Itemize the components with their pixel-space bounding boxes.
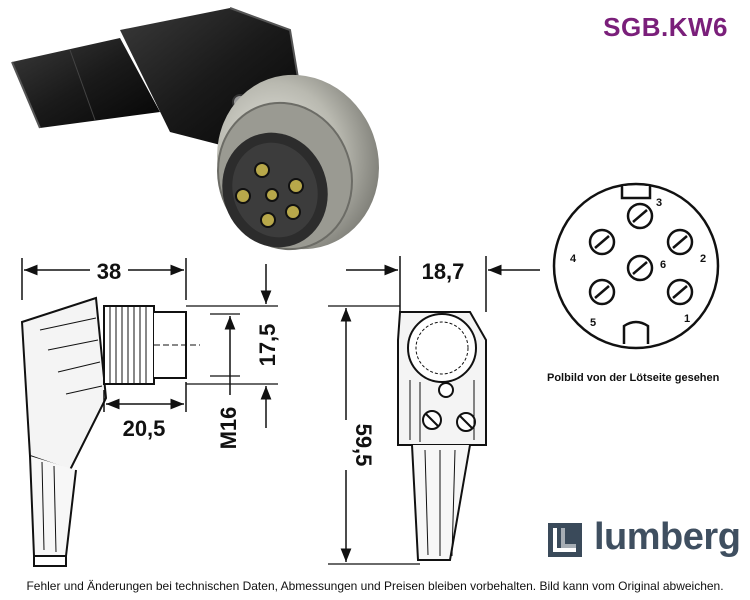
dimension-59-5: 59,5 <box>328 305 420 565</box>
pin-label-3: 3 <box>656 197 662 209</box>
lumberg-logo-icon <box>548 523 582 557</box>
dimension-17-5: 17,5 <box>186 264 280 428</box>
dim-18-7-label: 18,7 <box>422 259 465 284</box>
pin-label-2: 2 <box>700 253 706 265</box>
dim-59-5-label: 59,5 <box>351 424 376 467</box>
pin-label-5: 5 <box>590 317 596 329</box>
side-view-drawing <box>20 296 200 567</box>
dimension-20-5: 20,5 <box>103 382 187 441</box>
pinout-diagram <box>552 182 720 350</box>
dim-20-5-label: 20,5 <box>123 416 166 441</box>
dimension-18-7: 18,7 <box>346 256 540 312</box>
dim-38-label: 38 <box>97 259 121 284</box>
disclaimer-footer: Fehler und Änderungen bei technischen Da… <box>26 579 724 593</box>
pin-label-1: 1 <box>684 313 690 325</box>
dimension-m16: M16 <box>210 313 241 450</box>
pinout-caption: Polbild von der Lötseite gesehen <box>547 372 720 384</box>
dim-17-5-label: 17,5 <box>255 324 280 367</box>
dim-m16-label: M16 <box>216 407 241 450</box>
dimension-38: 38 <box>21 258 187 300</box>
front-view-drawing <box>397 311 487 561</box>
pin-label-6: 6 <box>660 259 666 271</box>
product-code-title: SGB.KW6 <box>603 12 728 42</box>
product-photo <box>11 7 379 251</box>
pin-label-4: 4 <box>570 253 577 265</box>
lumberg-logo: lumberg <box>548 516 741 566</box>
lumberg-logo-text: lumberg <box>594 516 741 558</box>
